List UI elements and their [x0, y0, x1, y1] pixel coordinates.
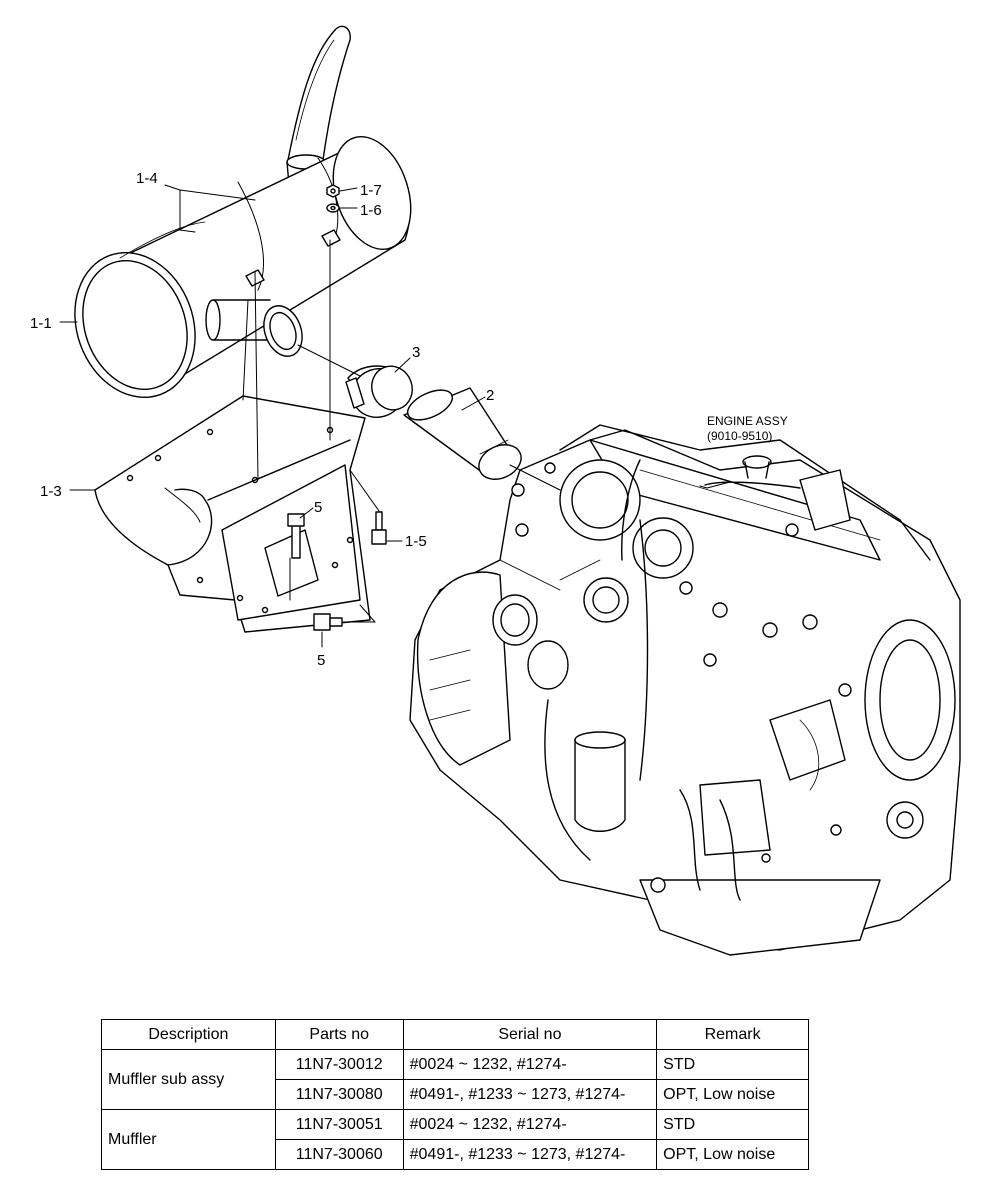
callout-5-lower: 5 [317, 652, 325, 669]
description-cell: Muffler sub assy [101, 1049, 276, 1110]
engine-assembly [409, 424, 961, 956]
callout-5-upper: 5 [314, 499, 322, 516]
bracket-1-3 [94, 395, 371, 633]
callout-3: 3 [412, 344, 420, 361]
serial-no-cell: #0491-, #1233 ~ 1273, #1274- [402, 1139, 658, 1170]
table-row: 11N7-30080 #0491-, #1233 ~ 1273, #1274- … [102, 1079, 809, 1110]
callout-1-6: 1-6 [360, 202, 382, 219]
remark-cell: STD [656, 1109, 809, 1140]
table-row: Muffler sub assy 11N7-30012 #0024 ~ 1232… [101, 1049, 809, 1110]
parts-no-cell: 11N7-30080 [274, 1079, 404, 1110]
table-header-row: Description Parts no Serial no Remark [101, 1019, 809, 1050]
pipe-2 [403, 387, 522, 480]
washer-1-6 [326, 203, 340, 213]
callout-1-5: 1-5 [405, 533, 427, 550]
serial-no-cell: #0024 ~ 1232, #1274- [402, 1049, 658, 1080]
column-header-serial-no: Serial no [402, 1019, 658, 1050]
muffler-1-1 [74, 25, 412, 399]
callout-1-1: 1-1 [30, 315, 52, 332]
callout-1-3: 1-3 [40, 483, 62, 500]
nut-1-7 [326, 184, 340, 198]
remark-cell: OPT, Low noise [656, 1079, 809, 1110]
engine-assy-serial-range: (9010-9510) [707, 429, 772, 443]
description-cell: Muffler [101, 1109, 276, 1170]
bolt-1-5 [371, 511, 387, 545]
exploded-parts-diagram: 1-4 1-7 1-6 1-1 3 2 1-3 5 1-5 5 ENGINE A… [30, 25, 961, 956]
callout-1-4: 1-4 [136, 170, 158, 187]
serial-no-cell: #0024 ~ 1232, #1274- [402, 1109, 658, 1140]
parts-no-cell: 11N7-30060 [274, 1139, 404, 1170]
table-row: Muffler 11N7-30051 #0024 ~ 1232, #1274- … [101, 1109, 809, 1170]
parts-no-cell: 11N7-30012 [274, 1049, 404, 1080]
callout-2: 2 [486, 387, 494, 404]
column-header-description: Description [101, 1019, 276, 1050]
table-row: 11N7-30060 #0491-, #1233 ~ 1273, #1274- … [102, 1139, 809, 1170]
bolt-5-lower [313, 613, 343, 631]
remark-cell: OPT, Low noise [656, 1139, 809, 1170]
column-header-parts-no: Parts no [274, 1019, 404, 1050]
serial-no-cell: #0491-, #1233 ~ 1273, #1274- [402, 1079, 658, 1110]
bolt-5-upper [287, 513, 305, 559]
remark-cell: STD [656, 1049, 809, 1080]
engine-assy-label: ENGINE ASSY [707, 414, 788, 428]
parts-no-cell: 11N7-30051 [274, 1109, 404, 1140]
callout-1-7: 1-7 [360, 182, 382, 199]
parts-table: Description Parts no Serial no Remark Mu… [101, 1019, 809, 1170]
column-header-remark: Remark [656, 1019, 809, 1050]
leader-lines [59, 184, 731, 648]
clamp-3 [345, 365, 413, 418]
